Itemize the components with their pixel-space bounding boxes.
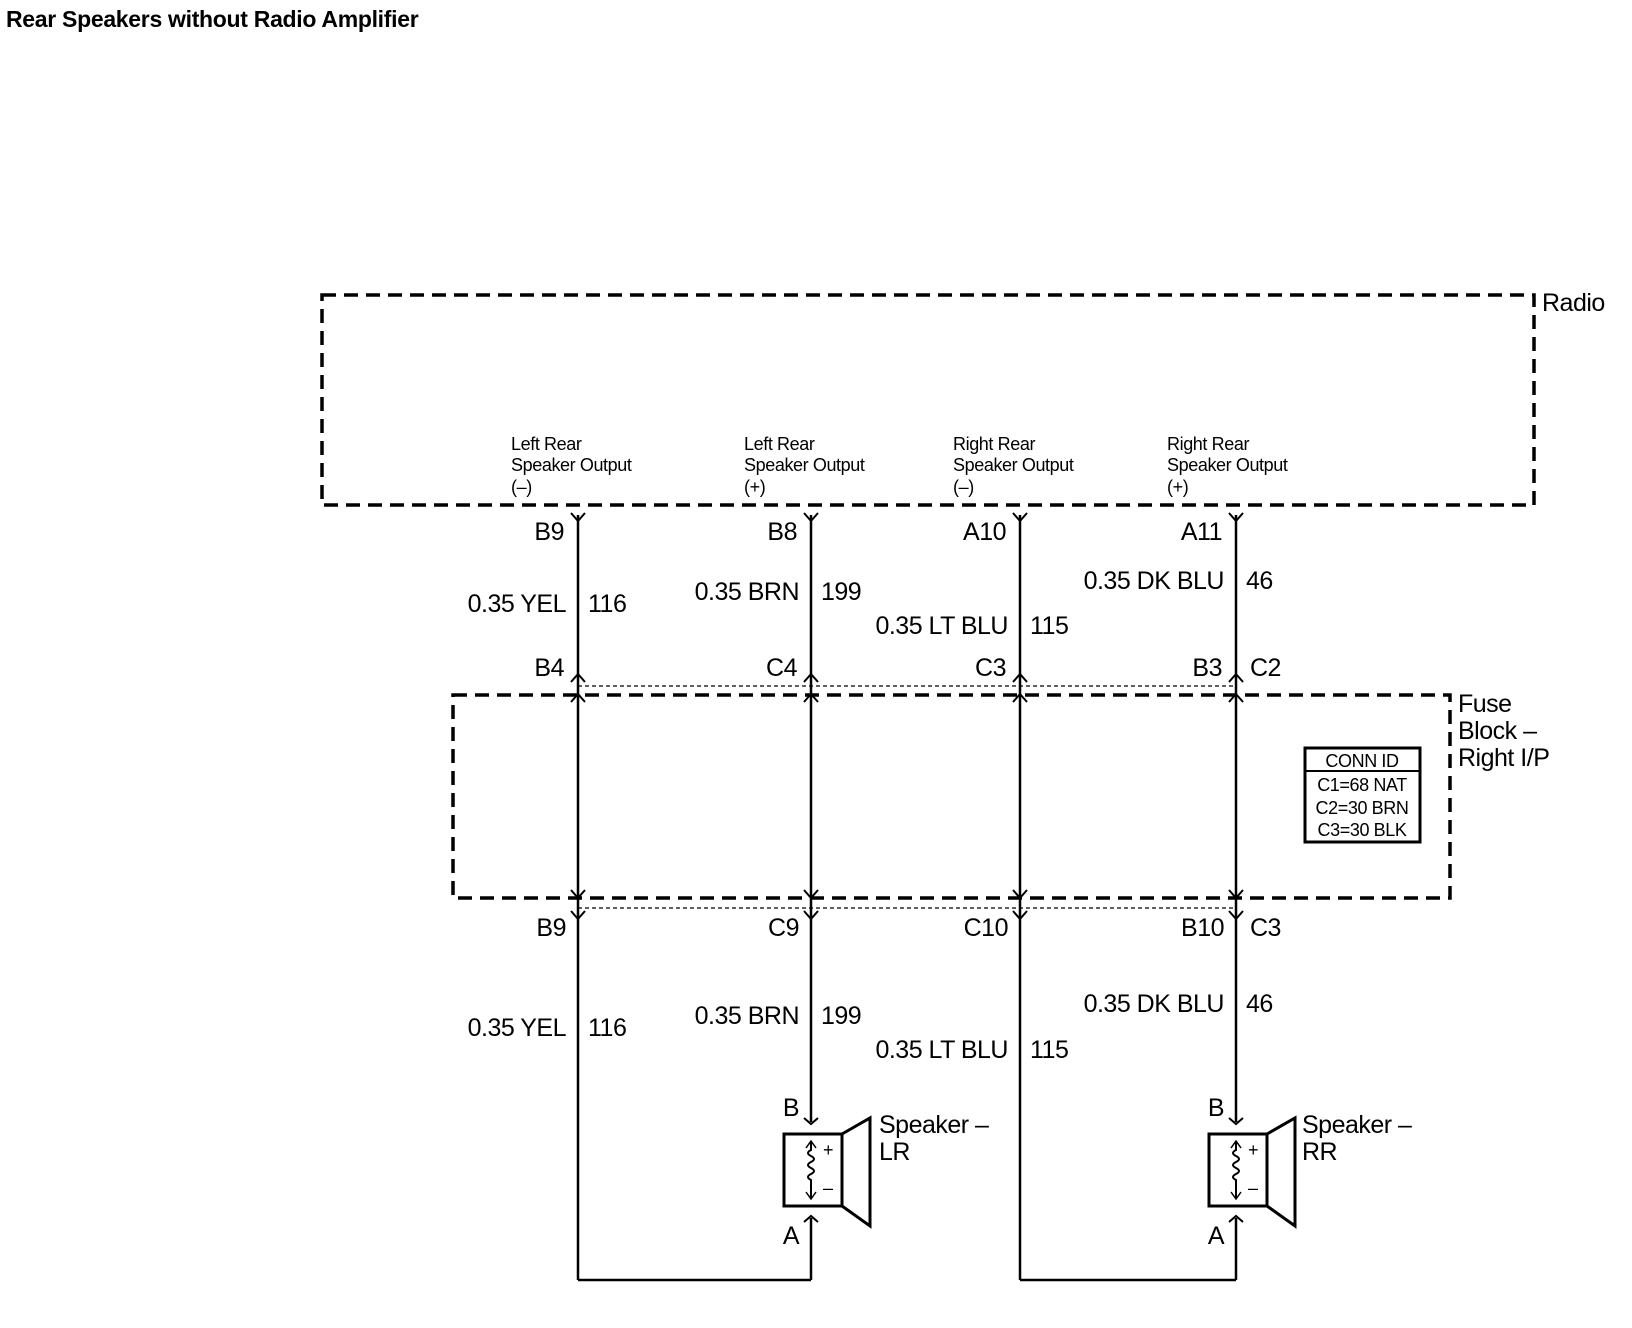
fuse-block-label-3: Right I/P [1458, 744, 1549, 772]
svg-text:(–): (–) [511, 477, 532, 497]
radio-output-right-rear-minus: Right Rear Speaker Output (–) [953, 434, 1074, 497]
radio-label: Radio [1542, 289, 1605, 317]
circuit-number-label: 115 [1030, 612, 1068, 640]
pin-label: B9 [536, 914, 566, 942]
conn-id-header: CONN ID [1325, 751, 1399, 771]
speaker-rr-label-2: RR [1302, 1138, 1337, 1166]
pin-label: A10 [963, 518, 1006, 546]
pin-label: B10 [1181, 914, 1224, 942]
wire-color-label: 0.35 BRN [695, 578, 799, 606]
fuse-block-label-2: Block – [1458, 717, 1537, 745]
pin-label: B8 [767, 518, 797, 546]
connector-label: C2 [1250, 654, 1281, 682]
pin-label: C10 [964, 914, 1008, 942]
conn-id-row: C3=30 BLK [1318, 820, 1407, 840]
svg-text:Speaker Output: Speaker Output [744, 455, 865, 475]
wire-color-label: 0.35 DK BLU [1084, 567, 1224, 595]
circuit-number-label: 116 [588, 590, 626, 618]
circuit-number-label: 199 [821, 578, 861, 606]
pin-label: A11 [1181, 518, 1222, 546]
speaker-pin-label: A [783, 1222, 800, 1250]
radio-output-right-rear-plus: Right Rear Speaker Output (+) [1167, 434, 1288, 497]
svg-text:(–): (–) [953, 477, 974, 497]
pin-label: C9 [768, 914, 799, 942]
pin-label: B9 [534, 518, 564, 546]
fuse-block-box [451, 693, 1452, 900]
svg-text:Right Rear: Right Rear [953, 434, 1035, 454]
svg-text:Speaker Output: Speaker Output [511, 455, 632, 475]
svg-text:Left Rear: Left Rear [511, 434, 582, 454]
svg-text:Right Rear: Right Rear [1167, 434, 1249, 454]
page-title: Rear Speakers without Radio Amplifier [6, 6, 419, 32]
speaker-pin-label: A [1208, 1222, 1225, 1250]
wire-color-label: 0.35 LT BLU [875, 612, 1008, 640]
wire-color-label: 0.35 BRN [695, 1002, 799, 1030]
svg-text:(+): (+) [744, 477, 765, 497]
conn-id-row: C2=30 BRN [1316, 798, 1409, 818]
speaker-lr-label-2: LR [879, 1138, 910, 1166]
speaker-minus-sign: – [823, 1178, 833, 1198]
svg-text:Left Rear: Left Rear [744, 434, 815, 454]
conn-id-table: CONN ID C1=68 NAT C2=30 BRN C3=30 BLK [1303, 746, 1422, 844]
circuit-number-label: 116 [588, 1014, 626, 1042]
fuse-block-label-1: Fuse [1458, 690, 1512, 718]
radio-output-left-rear-plus: Left Rear Speaker Output (+) [744, 434, 865, 497]
svg-text:Speaker Output: Speaker Output [953, 455, 1074, 475]
radio-box [320, 293, 1536, 507]
wire-color-label: 0.35 YEL [468, 1014, 567, 1042]
circuit-number-label: 199 [821, 1002, 861, 1030]
speaker-pin-label: B [1208, 1094, 1224, 1122]
speaker-plus-sign: + [823, 1140, 833, 1160]
speaker-coil-icon [1232, 1142, 1240, 1198]
connector-label: C3 [1250, 914, 1281, 942]
speaker-rr: + – [1207, 1115, 1297, 1229]
speaker-plus-sign: + [1248, 1140, 1258, 1160]
circuit-number-label: 115 [1030, 1036, 1068, 1064]
wire-color-label: 0.35 YEL [468, 590, 567, 618]
pin-label: B4 [534, 654, 564, 682]
wire-color-label: 0.35 LT BLU [875, 1036, 1008, 1064]
speaker-lr-label-1: Speaker – [879, 1111, 989, 1139]
speaker-rr-label-1: Speaker – [1302, 1111, 1412, 1139]
pin-label: B3 [1192, 654, 1222, 682]
speaker-pin-label: B [783, 1094, 799, 1122]
svg-text:(+): (+) [1167, 477, 1188, 497]
circuit-number-label: 46 [1246, 990, 1273, 1018]
speaker-minus-sign: – [1248, 1178, 1258, 1198]
speaker-lr: + – [782, 1115, 872, 1229]
pin-label: C3 [975, 654, 1006, 682]
svg-text:Speaker Output: Speaker Output [1167, 455, 1288, 475]
conn-id-row: C1=68 NAT [1317, 775, 1407, 795]
circuit-number-label: 46 [1246, 567, 1273, 595]
radio-output-left-rear-minus: Left Rear Speaker Output (–) [511, 434, 632, 497]
speaker-coil-icon [807, 1142, 815, 1198]
pin-label: C4 [766, 654, 798, 682]
connector-symbols [570, 512, 1244, 1223]
wire-color-label: 0.35 DK BLU [1084, 990, 1224, 1018]
